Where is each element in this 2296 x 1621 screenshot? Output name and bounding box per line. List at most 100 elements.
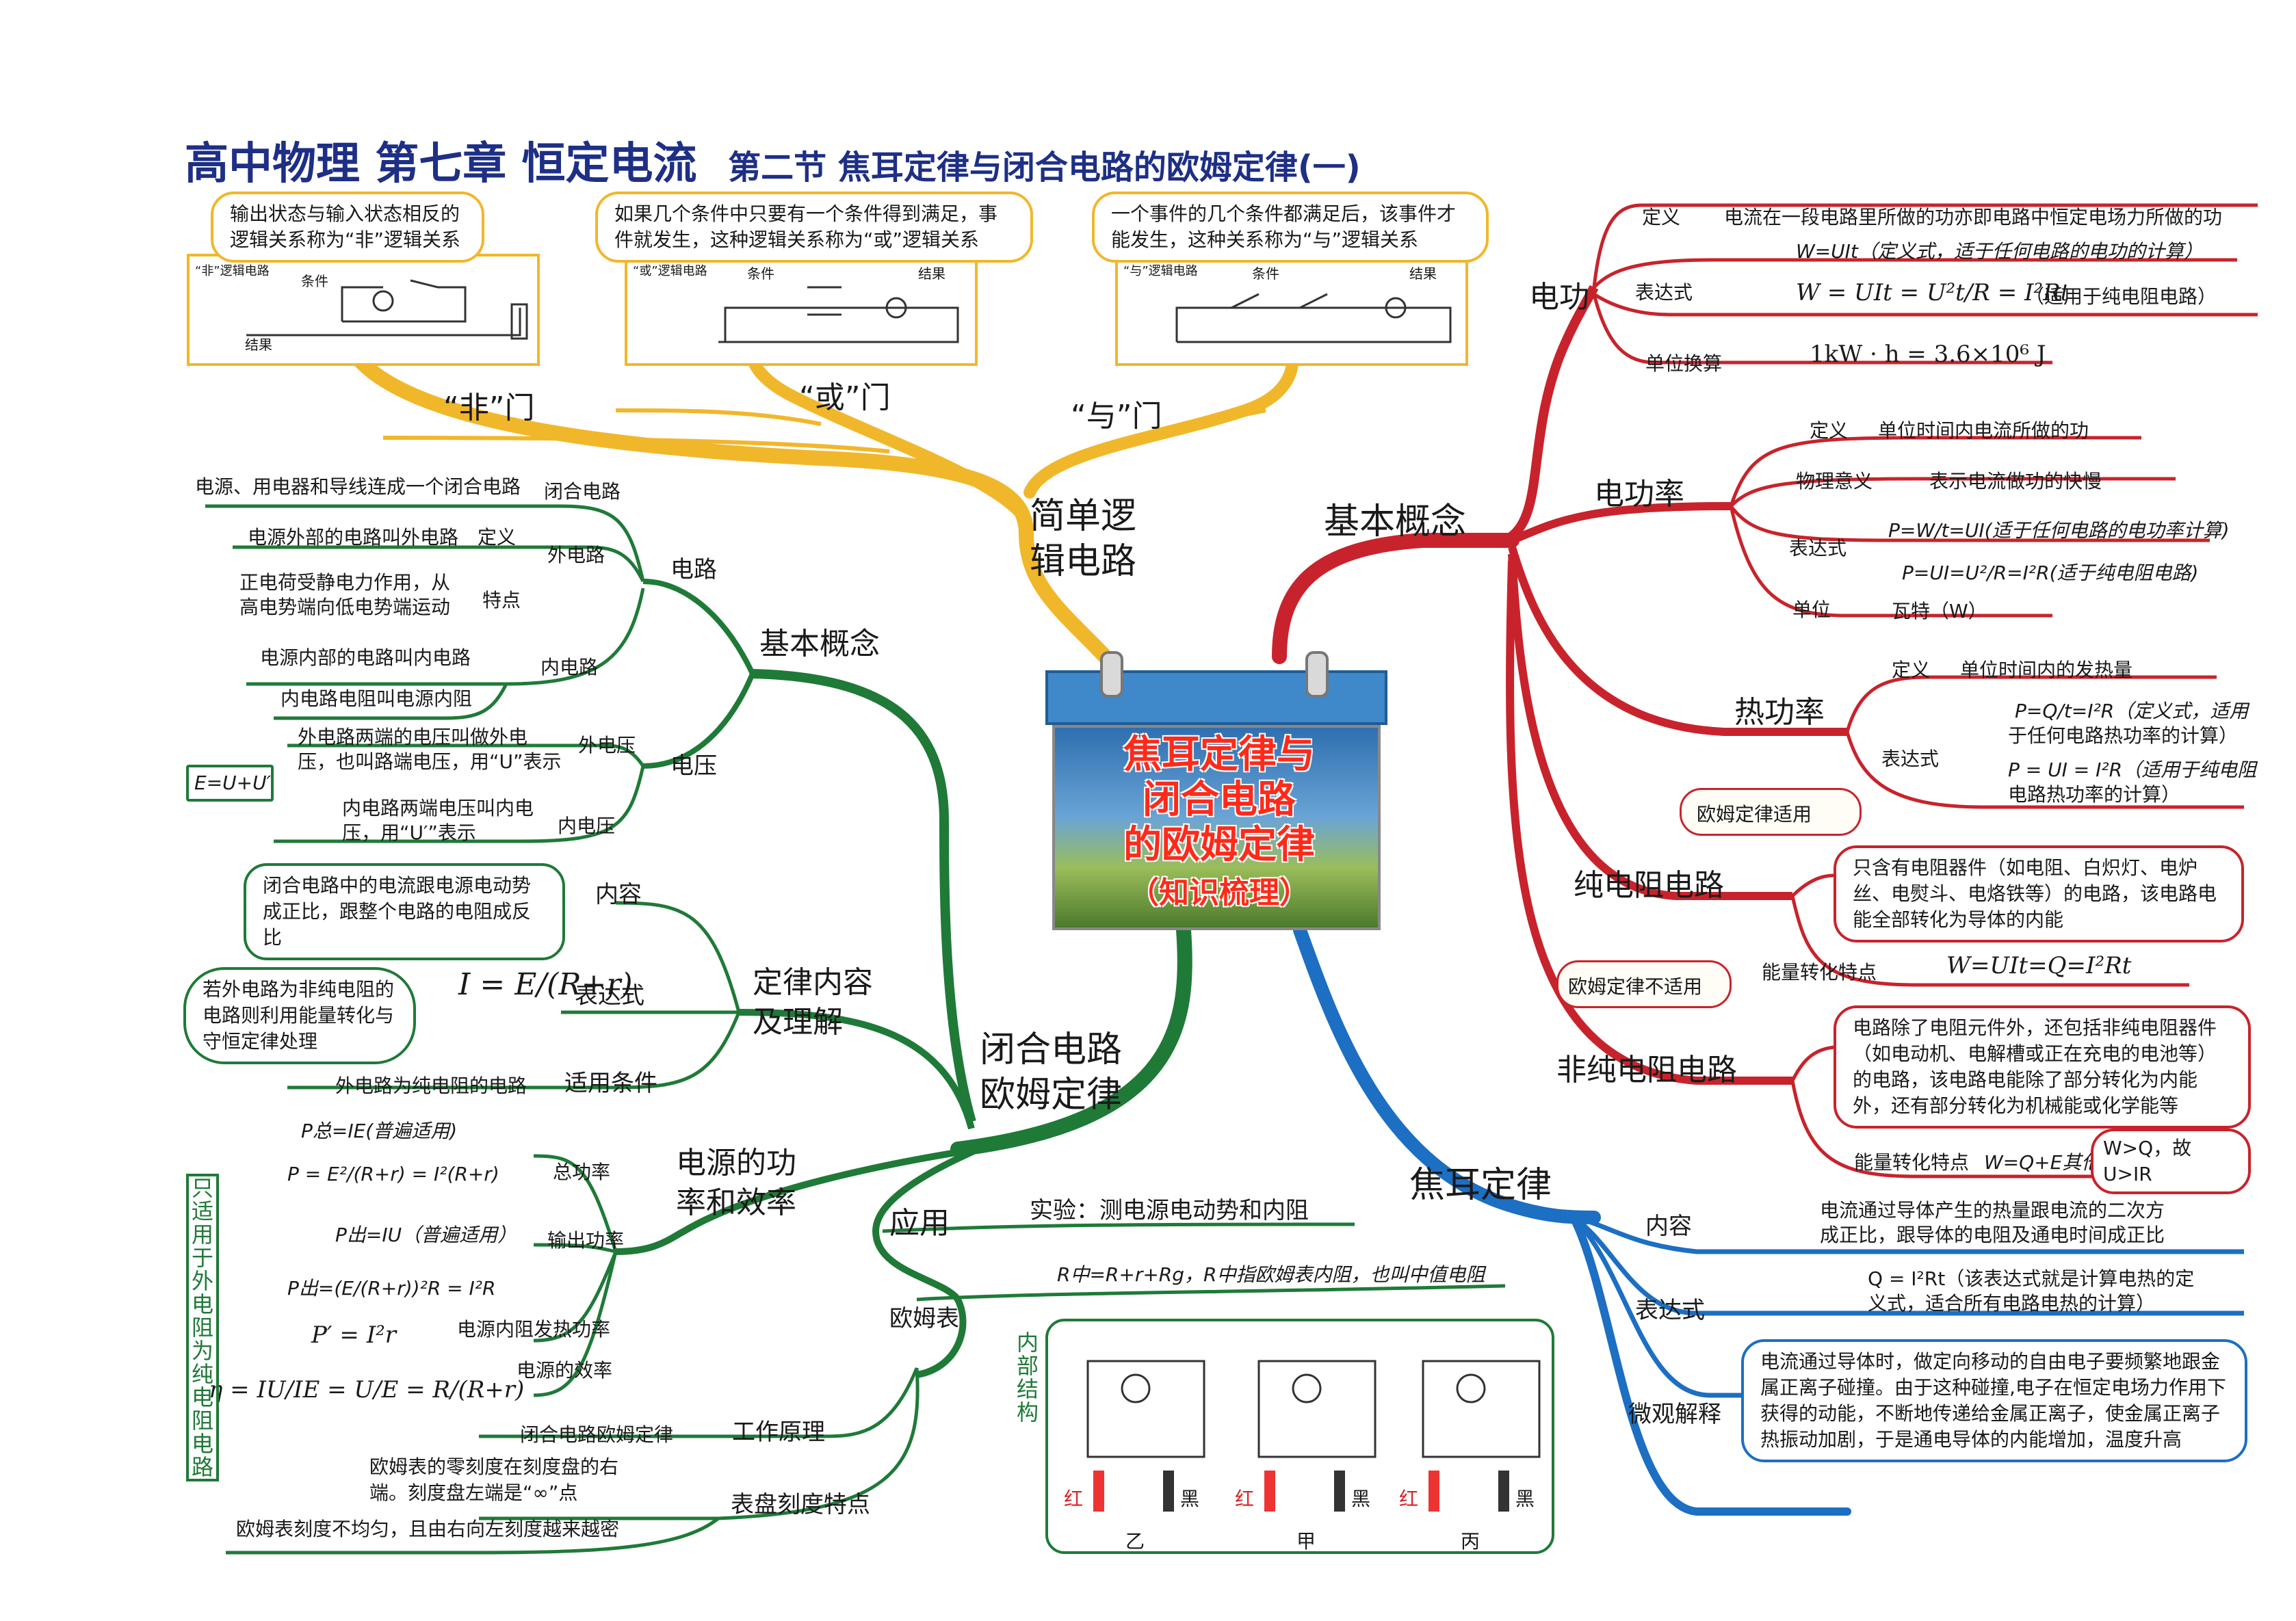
- law-expr: I = E/(R+r): [458, 967, 633, 1002]
- ew-expr-label: 表达式: [1635, 281, 1693, 304]
- law-cond: 外电路为纯电阻的电路: [335, 1075, 527, 1097]
- left-basic-branch: 基本概念: [759, 627, 880, 661]
- law-expr-label: 表达式: [575, 982, 644, 1010]
- ew-expr2-note: （适用于纯电阻电路）: [2025, 285, 2217, 308]
- ew-unit-label: 单位换算: [1645, 352, 1723, 375]
- ep-expr-label: 表达式: [1789, 537, 1847, 559]
- ohm-not-applies-text: 欧姆定律不适用: [1568, 975, 1703, 998]
- ext-feat-label: 特点: [482, 589, 521, 611]
- power-branch: 电源的功 率和效率: [676, 1146, 796, 1220]
- ext-def-label: 定义: [478, 526, 517, 549]
- law-nonpure-cloud: 若外电路为非纯电阻的电路则利用能量转化与守恒定律处理: [183, 967, 416, 1064]
- center-title-line: 闭合电路: [1143, 778, 1296, 822]
- internal-circuit-label: 内电路: [540, 656, 599, 678]
- joule-micro: 电流通过导体时，做定向移动的自由电子要频繁地跟金属正离子碰撞。由于这种碰撞,电子…: [1741, 1339, 2247, 1462]
- page-title: 高中物理 第七章 恒定电流 第二节 焦耳定律与闭合电路的欧姆定律(一): [185, 129, 1361, 192]
- ew-expr2: W = UIt = U²t/R = I²Rt: [1796, 279, 2070, 306]
- not-circuit-label: “非”逻辑电路: [195, 264, 270, 278]
- section-title: 第二节 焦耳定律与闭合电路的欧姆定律(一): [728, 148, 1361, 187]
- nonpure-note: W>Q，故U>IR: [2091, 1129, 2251, 1194]
- int-voltage-label: 内电压: [558, 815, 616, 837]
- logic-branch-label: 简单逻 辑电路: [1030, 496, 1137, 582]
- circuit-label: 电路: [670, 556, 717, 583]
- ohm-applies-text: 欧姆定律适用: [1697, 803, 1812, 826]
- ew-def: 电流在一段电路里所做的功亦即电路中恒定电场力所做的功: [1724, 206, 2223, 228]
- ew-def-label: 定义: [1642, 206, 1681, 228]
- hp-expr2b: 电路热功率的计算）: [2008, 783, 2181, 806]
- work-principle: 闭合电路欧姆定律: [520, 1423, 674, 1446]
- or-circuit-label: “或”逻辑电路: [633, 264, 707, 278]
- joule-content-label: 内容: [1645, 1213, 1692, 1240]
- application-branch: 应用: [889, 1206, 950, 1241]
- ext-voltage-def: 外电路两端的电压叫做外电压，也叫路端电压，用“U”表示: [298, 726, 562, 773]
- ew-unit: 1kW · h = 3.6×10⁶ J: [1810, 341, 2046, 368]
- scale-feature-label: 表盘刻度特点: [731, 1491, 870, 1518]
- output-power-label: 输出功率: [547, 1229, 625, 1252]
- closed-circuit-def: 电源、用电器和导线连成一个闭合电路: [195, 475, 521, 498]
- red-probe-label: 红: [1064, 1488, 1084, 1510]
- condition-label: 条件: [301, 273, 328, 289]
- pure-energy-label: 能量转化特点: [1762, 961, 1877, 984]
- scale-feature-2: 欧姆表刻度不均匀，且由右向左刻度越来越密: [236, 1518, 620, 1540]
- ep-expr1: P=W/t=UI(适于任何电路的电功率计算): [1888, 519, 2230, 542]
- pure-resistance-desc: 只含有电阻器件（如电阻、白炽灯、电炉丝、电熨斗、电烙铁等）的电路，该电路电能全部…: [1834, 845, 2244, 943]
- ext-def: 电源外部的电路叫外电路: [248, 526, 459, 549]
- closed-law-branch: 闭合电路 欧姆定律: [980, 1029, 1123, 1116]
- int-voltage-def: 内电路两端电压叫内电压，用“U′”表示: [342, 797, 534, 844]
- hp-expr1b: 于任何电路热功率的计算）: [2008, 724, 2239, 747]
- total-power-2: P = E²/(R+r) = I²(R+r): [287, 1163, 499, 1185]
- inner-structure-label: 内部结构: [1016, 1330, 1039, 1425]
- int-def: 电源内部的电路叫内电路: [260, 646, 471, 669]
- hp-expr2a: P = UI = I²R（适用于纯电阻: [2008, 759, 2257, 781]
- output-power-2: P出=(E/(R+r))²R = I²R: [287, 1277, 496, 1300]
- center-topic-card: 焦耳定律与 闭合电路 的欧姆定律 （知识梳理）: [1045, 651, 1387, 932]
- center-image: 焦耳定律与 闭合电路 的欧姆定律 （知识梳理）: [1052, 725, 1381, 930]
- result-label: 结果: [918, 265, 945, 282]
- red-probe-label: 红: [1399, 1488, 1419, 1510]
- joule-expr-label: 表达式: [1635, 1297, 1705, 1324]
- law-content: 闭合电路中的电流跟电源电动势成正比，跟整个电路的电阻成反比: [244, 863, 565, 960]
- joule-branch: 焦耳定律: [1409, 1165, 1552, 1206]
- ep-unit: 瓦特（W）: [1892, 600, 1987, 622]
- closed-circuit-label: 闭合电路: [544, 480, 621, 503]
- law-content-branch: 定律内容 及理解: [753, 965, 873, 1040]
- law-content-label: 内容: [595, 881, 642, 908]
- ep-def-label: 定义: [1810, 419, 1849, 442]
- external-circuit-label: 外电路: [547, 544, 605, 566]
- hp-def-label: 定义: [1892, 659, 1931, 681]
- ep-def: 单位时间内电流所做的功: [1878, 419, 2089, 442]
- not-description: 输出状态与输入状态相反的逻辑关系称为“非”逻辑关系: [211, 192, 484, 263]
- ep-phys: 表示电流做功的快慢: [1929, 470, 2102, 492]
- mid-resistance: R中=R+r+Rg，R中指欧姆表内阻，也叫中值电阻: [1057, 1263, 1485, 1286]
- heat-power-title: 热功率: [1734, 695, 1825, 730]
- joule-expr: Q = I²Rt（该表达式就是计算电热的定义式，适合所有电路电热的计算）: [1868, 1267, 2195, 1315]
- experiment-label: 实验：测电源电动势和内阻: [1030, 1197, 1309, 1224]
- joule-content: 电流通过导体产生的热量跟电流的二次方成正比，跟导体的电阻及通电时间成正比: [1820, 1199, 2165, 1246]
- work-principle-label: 工作原理: [732, 1419, 825, 1446]
- voltage-equation: E=U+U′: [186, 765, 274, 802]
- output-power-1: P出=IU（普遍适用）: [335, 1224, 517, 1246]
- meter-label: 丙: [1461, 1530, 1480, 1553]
- ohmmeter-label: 欧姆表: [889, 1305, 959, 1332]
- electric-work-title: 电功: [1529, 280, 1589, 315]
- black-probe-label: 黑: [1351, 1488, 1371, 1510]
- hp-expr-label: 表达式: [1881, 748, 1940, 770]
- center-title-line: 焦耳定律与: [1123, 733, 1315, 777]
- right-basic-branch: 基本概念: [1324, 501, 1467, 542]
- hp-def: 单位时间内的发热量: [1960, 659, 2133, 681]
- card-ring: [1100, 651, 1123, 698]
- nonpure-energy-label: 能量转化特点: [1854, 1151, 1970, 1174]
- pure-energy: W=UIt=Q=I²Rt: [1946, 952, 2132, 979]
- ohm-applies-cloud: 欧姆定律适用: [1680, 788, 1862, 836]
- efficiency: η = IU/IE = U/E = R/(R+r): [209, 1376, 525, 1403]
- and-circuit-label: “与”逻辑电路: [1123, 264, 1198, 278]
- ew-expr1: W=UIt（定义式，适于任何电路的电功的计算）: [1796, 240, 2203, 263]
- condition-label: 条件: [1252, 265, 1279, 282]
- heat-power-label: 电源内阻发热功率: [457, 1318, 611, 1341]
- ep-expr2: P=UI=U²/R=I²R(适于纯电阻电路): [1902, 562, 2199, 584]
- meter-label: 乙: [1125, 1530, 1145, 1553]
- ohm-not-applies-cloud: 欧姆定律不适用: [1556, 960, 1732, 1008]
- joule-micro-label: 微观解释: [1628, 1401, 1721, 1428]
- nonpure-resistance-title: 非纯电阻电路: [1556, 1053, 1737, 1088]
